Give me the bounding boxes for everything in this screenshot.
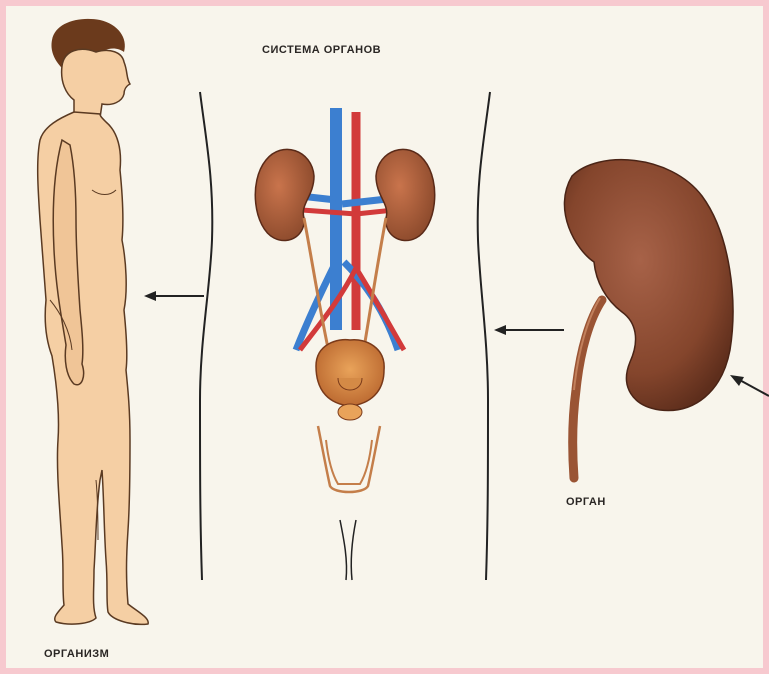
urethra-outline	[318, 426, 380, 492]
head	[62, 49, 130, 118]
left-body-contour	[200, 92, 212, 580]
organ-system-panel	[200, 92, 490, 580]
leg-split-lines	[340, 520, 356, 580]
human-figure	[38, 19, 149, 625]
arrow-to-organ-system	[494, 325, 564, 335]
right-body-contour	[478, 92, 490, 580]
organ-label: ОРГАН	[566, 496, 606, 508]
organ-kidney	[564, 160, 733, 478]
kidney	[564, 160, 733, 411]
arrow-to-organ	[730, 375, 769, 396]
organism-label: ОРГАНИЗМ	[44, 648, 109, 660]
organ-system-label: СИСТЕМА ОРГАНОВ	[262, 44, 381, 56]
bladder	[316, 340, 384, 406]
arrow-to-organism	[144, 291, 204, 301]
